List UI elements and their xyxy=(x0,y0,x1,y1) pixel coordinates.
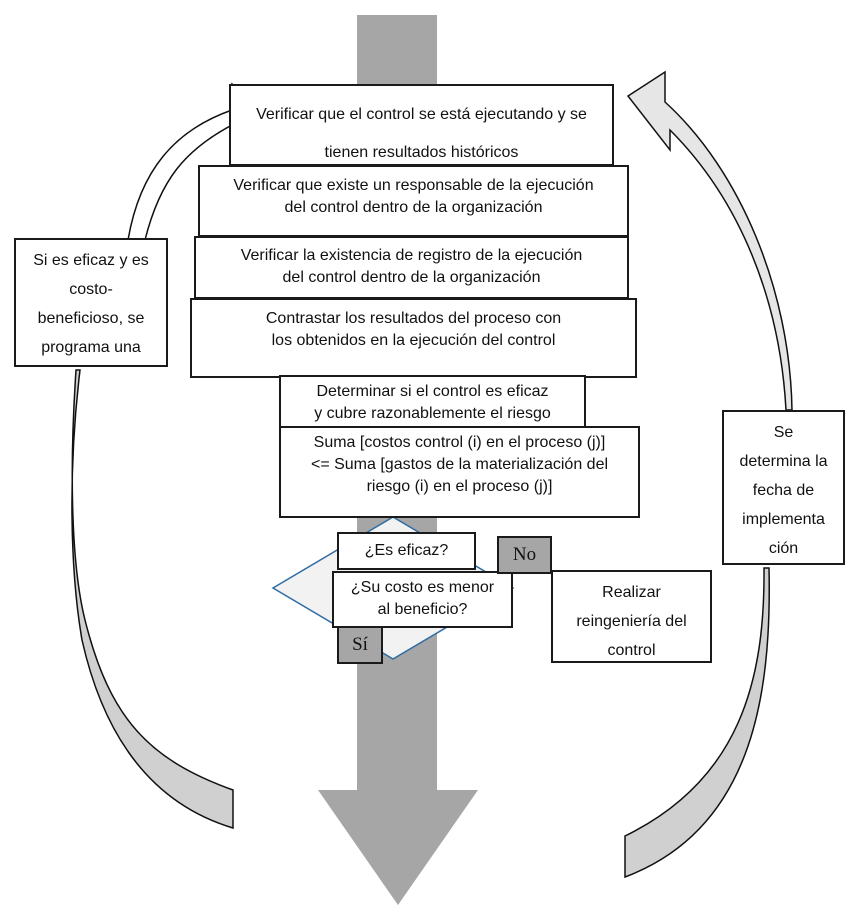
right-loop-arrow-tail xyxy=(624,567,771,879)
step-determine-effectiveness: Determinar si el control es eficaz y cub… xyxy=(279,375,586,433)
left-loop-label: Si es eficaz y es costo- beneficioso, se… xyxy=(14,238,168,367)
loop-line: Si es eficaz y es xyxy=(33,252,149,269)
question-is-effective: ¿Es eficaz? xyxy=(337,532,476,570)
loop-line: programa una xyxy=(41,339,141,356)
loop-line: Se xyxy=(773,424,794,441)
question-line: ¿Su costo es menor xyxy=(350,579,495,596)
step-verify-responsible: Verificar que existe un responsable de l… xyxy=(198,165,629,237)
step-line: Suma [costos control (i) en el proceso (… xyxy=(313,434,606,451)
step-line: Verificar que existe un responsable de l… xyxy=(233,177,594,194)
step-verify-execution: Verificar que el control se está ejecuta… xyxy=(229,84,614,166)
no-label: No xyxy=(497,536,552,574)
loop-line: implementa xyxy=(742,511,825,528)
outcome-line: control xyxy=(607,642,656,659)
step-line: tienen resultados históricos xyxy=(324,144,519,161)
step-line: y cubre razonablemente el riesgo xyxy=(314,405,551,422)
step-line: <= Suma [gastos de la materialización de… xyxy=(310,456,609,473)
step-line: Contrastar los resultados del proceso co… xyxy=(265,310,562,327)
question-cost-vs-benefit: ¿Su costo es menor al beneficio? xyxy=(332,571,513,628)
loop-line: fecha de xyxy=(752,482,815,499)
step-line: Verificar la existencia de registro de l… xyxy=(240,247,583,264)
right-loop-label: Se determina la fecha de implementa ción xyxy=(722,410,845,565)
step-line: riesgo (i) en el proceso (j)] xyxy=(366,478,553,495)
question-line: al beneficio? xyxy=(377,601,468,618)
loop-line: determina la xyxy=(739,453,828,470)
question-text: ¿Es eficaz? xyxy=(364,542,449,559)
step-line: del control dentro de la organización xyxy=(282,269,541,286)
loop-line: ción xyxy=(768,540,799,557)
no-label-text: No xyxy=(512,544,537,565)
outcome-line: reingeniería del xyxy=(576,613,687,630)
step-line: Determinar si el control es eficaz xyxy=(316,383,549,400)
right-loop-arrow-head xyxy=(626,70,793,411)
yes-label: Sí xyxy=(337,626,383,664)
loop-line: costo- xyxy=(69,281,113,298)
step-contrast-results: Contrastar los resultados del proceso co… xyxy=(190,298,637,378)
loop-line: beneficioso, se xyxy=(37,310,145,327)
left-loop-arrow-tail xyxy=(71,369,234,830)
reengineering-box: Realizar reingeniería del control xyxy=(551,570,712,663)
step-verify-records: Verificar la existencia de registro de l… xyxy=(194,236,629,299)
step-cost-comparison: Suma [costos control (i) en el proceso (… xyxy=(279,426,640,518)
yes-label-text: Sí xyxy=(352,634,368,655)
step-line: del control dentro de la organización xyxy=(284,199,543,216)
step-line: Verificar que el control se está ejecuta… xyxy=(256,106,587,123)
step-line: los obtenidos en la ejecución del contro… xyxy=(271,332,556,349)
outcome-line: Realizar xyxy=(602,584,661,601)
